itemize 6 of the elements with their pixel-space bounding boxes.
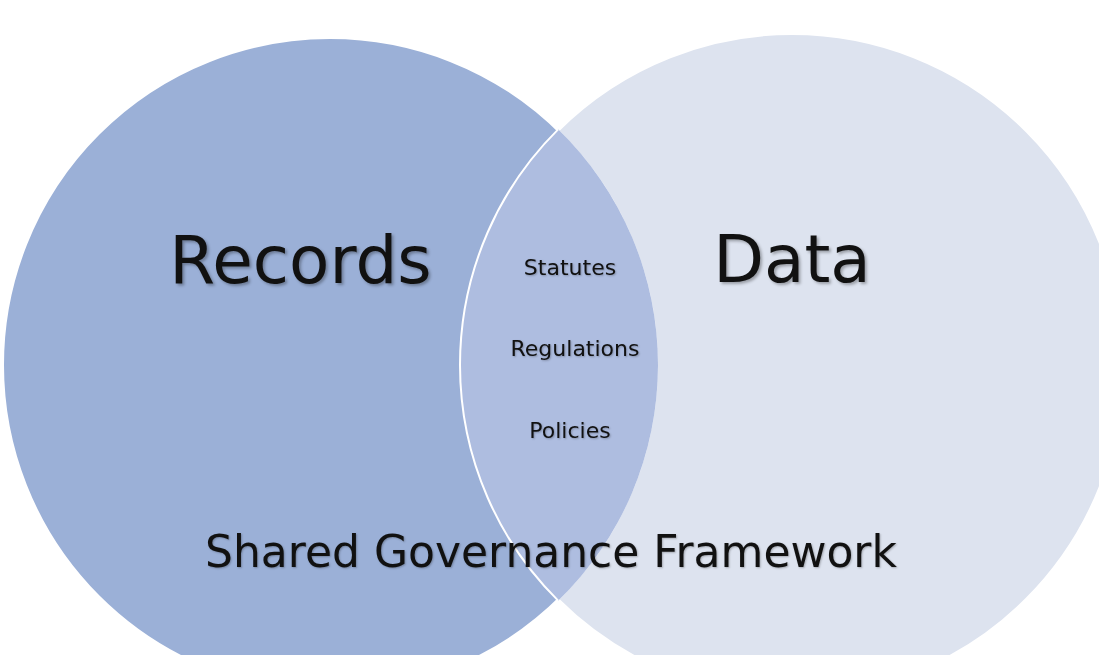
circle-label: Data — [713, 220, 871, 298]
footer-label: Shared Governance Framework — [205, 525, 897, 577]
circle-label: Records — [169, 221, 432, 299]
overlap-label: Policies — [529, 417, 611, 443]
overlap-label: Regulations — [510, 335, 640, 361]
overlap-label: Statutes — [523, 254, 617, 280]
